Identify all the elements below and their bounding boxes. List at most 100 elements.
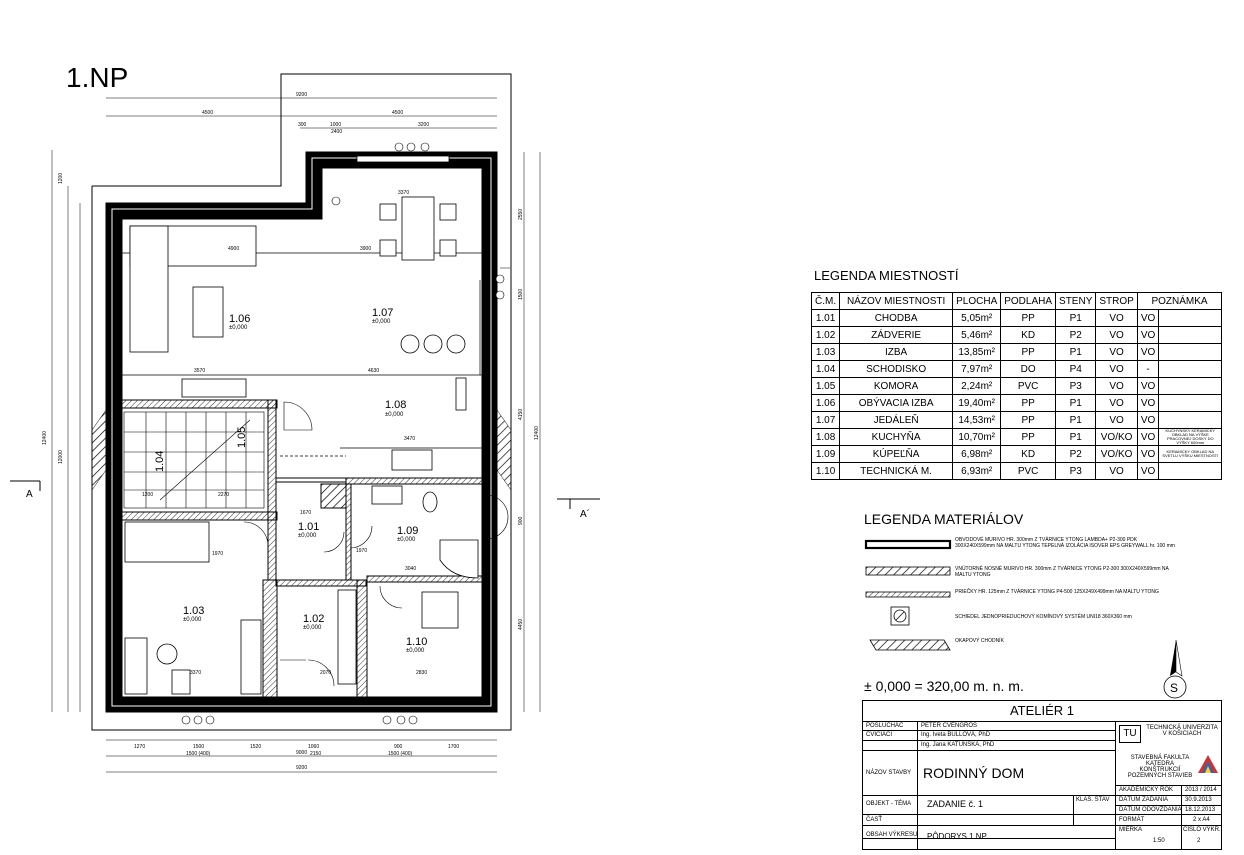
col-header: POZNÁMKA [1136,292,1223,310]
material-item: OBVODOVÉ MURIVO HR. 300mm Z TVÁRNICE YTO… [955,537,1175,549]
table-cell: P1 [1055,309,1097,327]
dim-top-part: 4500 [202,110,213,116]
table-cell: IZBA [839,343,954,361]
room-level: ±0,000 [303,625,322,631]
table-cell: P2 [1055,326,1097,344]
table-cell: 6,98m² [952,445,1002,463]
table-cell: 1.02 [810,326,841,344]
university-logo-icon: TU [1119,725,1141,743]
table-cell: KD [1000,326,1057,344]
label: KLAS. STAV [1076,797,1110,803]
submission-date: 18.12.2013 [1185,807,1216,813]
note-cell [1158,360,1223,378]
label: AKADEMICKÝ ROK [1119,787,1174,793]
note-cell [1158,326,1223,344]
table-cell: 6,93m² [952,462,1002,480]
label: ČÍSLO VÝKR. [1183,827,1221,833]
table-cell: 14,53m² [952,411,1002,429]
drawing-content: PÔDORYS 1.NP [927,832,987,841]
atelier-title: ATELIÉR 1 [1009,703,1075,718]
table-cell: VO/KO [1095,445,1138,463]
room-number: 1.02 [303,613,324,625]
dim-top-sub: 3200 [418,122,429,128]
table-cell: VO [1136,394,1160,412]
table-cell: 7,97m² [952,360,1002,378]
table-cell: 10,70m² [952,428,1002,446]
note-cell [1158,343,1223,361]
section-mark-right: A´ [580,508,590,520]
table-header-row: Č.M. NÁZOV MIESTNOSTI PLOCHA PODLAHA STE… [810,292,1223,310]
label: DÁTUM ZADANIA [1119,797,1169,803]
academic-year: 2013 / 2014 [1185,787,1217,793]
note-cell [1158,462,1223,480]
table-cell: VO [1136,411,1160,429]
table-cell: 1.05 [810,377,841,395]
sink [391,449,433,471]
table-cell: 2,24m² [952,377,1002,395]
label: NÁZOV STAVBY [866,770,912,776]
interior-walls [121,399,483,698]
dim-bottom-part: 1270 [134,744,145,750]
room-number: 1.06 [229,313,250,325]
table-cell: 19,40m² [952,394,1002,412]
sheet-format: 2 x A4 [1193,817,1210,823]
room-level: ±0,000 [229,325,248,331]
table-cell: VO [1136,343,1160,361]
table-cell: VO [1095,360,1138,378]
table-cell: VO [1095,462,1138,480]
col-header: STROP [1095,292,1138,310]
dim-inner: 1670 [300,510,311,516]
table-cell: TECHNICKÁ M. [839,462,954,480]
room-number: 1.03 [183,605,204,617]
label: OBJEKT - TÉMA [866,801,912,807]
boiler [421,591,459,629]
table-cell: PP [1000,411,1057,429]
note-cell: KUCHYNSKY KERAMICKY OBKLAD NA VÝŠKE PRAC… [1158,428,1223,446]
north-label: S [1170,681,1178,695]
label: OBSAH VÝKRESU [866,832,918,838]
table-cell: JEDÁLEŇ [839,411,954,429]
material-swatches [864,539,952,651]
doors [243,401,509,687]
dim-right-part: 900 [518,516,524,525]
table-cell: P3 [1055,462,1097,480]
table-cell: 1.01 [810,309,841,327]
shower [439,539,479,579]
room-number: 1.09 [397,525,418,537]
table-cell: PP [1000,394,1057,412]
section-line [10,480,600,509]
tutor-name: Ing. Jana KATUNSKÁ, PhD [921,742,995,748]
dim-inner: 2270 [218,492,229,498]
table-cell: 13,85m² [952,343,1002,361]
table-cell: P2 [1055,445,1097,463]
dim-inner: 3370 [190,670,201,676]
dim-top-sub: 300 [298,122,307,128]
note-cell [1158,377,1223,395]
room-number: 1.08 [385,399,406,411]
furniture [124,155,479,695]
table-cell: 1.03 [810,343,841,361]
chair [156,643,178,665]
dim-bottom-part: 1700 [448,744,459,750]
table-cell: KOMORA [839,377,954,395]
object-theme: ZADANIE č. 1 [927,799,984,809]
dim-inner: 2830 [416,670,427,676]
faculty-logo-icon [1198,755,1218,773]
col-header: Č.M. [810,292,841,310]
label: DÁTUM ODOVZDANIA [1119,807,1182,813]
dim-right-part: 4450 [518,619,524,630]
table-cell: VO [1095,343,1138,361]
table-cell: DO [1000,360,1057,378]
table-cell: P1 [1055,343,1097,361]
washbasin [371,485,403,505]
dim-inner: 4630 [368,368,379,374]
col-header: PLOCHA [952,292,1002,310]
floor-title: 1.NP [66,62,129,93]
col-header: PODLAHA [1000,292,1057,310]
faculty-name: STAVEBNÁ FAKULTA KATEDRA KONŠTRUKCIÍ POZ… [1127,755,1193,779]
